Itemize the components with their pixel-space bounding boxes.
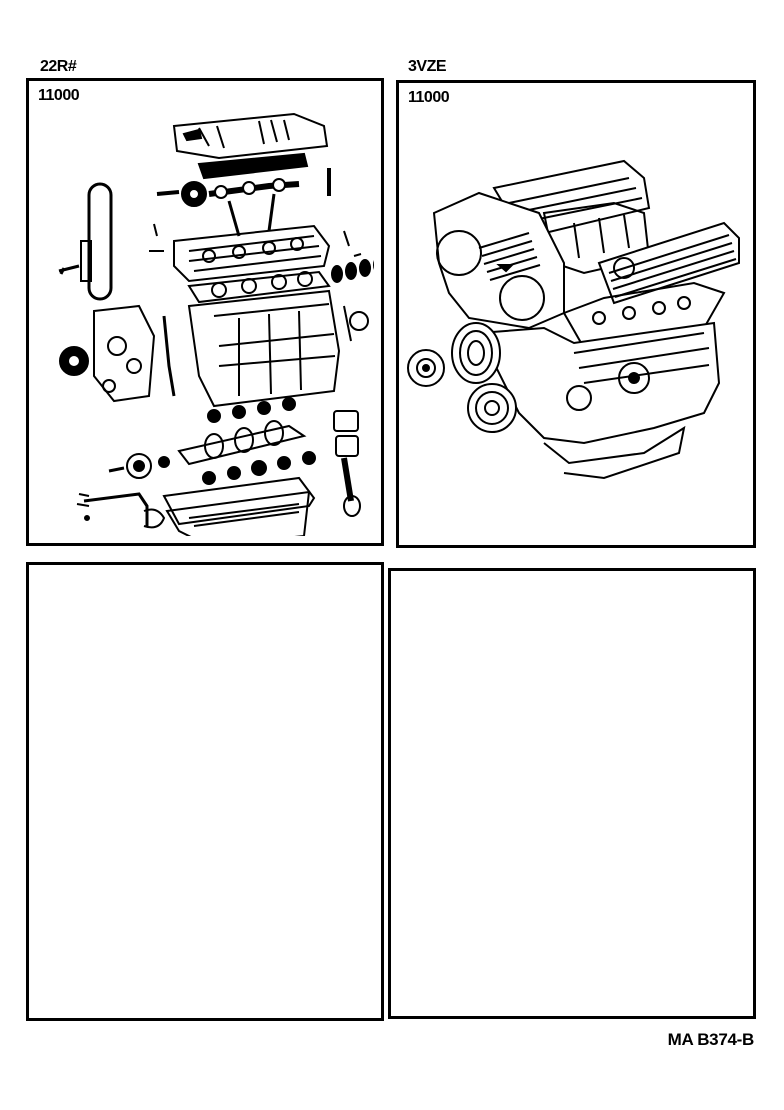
- panel-22r[interactable]: 11000: [26, 78, 384, 546]
- part-code: 11000: [38, 87, 80, 104]
- panel-empty-bottom-right: [388, 568, 756, 1019]
- v6-engine-illustration: [404, 153, 749, 483]
- figure-code: MA B374-B: [667, 1030, 755, 1049]
- panel-empty-bottom-left: [26, 562, 384, 1021]
- part-code: 11000: [408, 89, 450, 106]
- engine-label-3vze: 3VZE: [408, 58, 447, 75]
- engine-label-22r: 22R#: [40, 58, 77, 75]
- panel-3vze[interactable]: 11000: [396, 80, 756, 548]
- exploded-engine-illustration: [39, 106, 374, 536]
